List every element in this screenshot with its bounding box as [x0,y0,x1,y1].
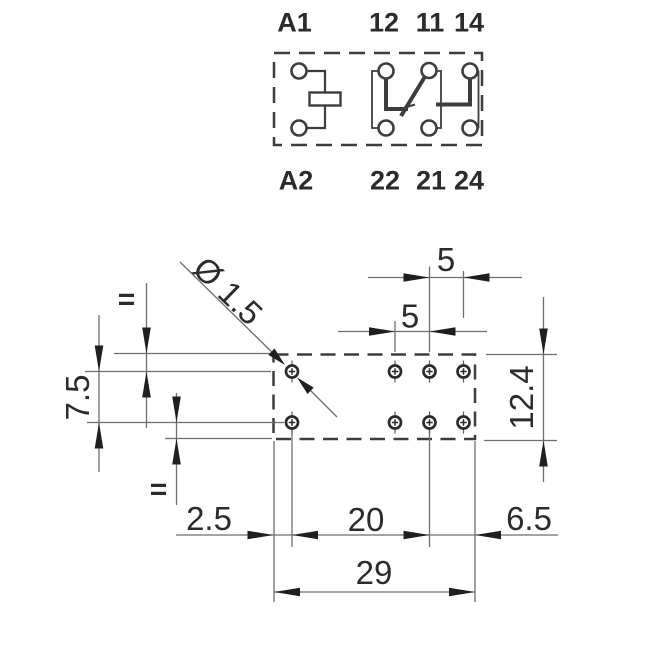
dimension-lines [98,261,558,593]
no-contact-bar-14 [436,78,472,107]
bracket-11-21 [437,70,442,129]
dim-label-body-height: 12.4 [503,365,540,429]
equal-mark-top: = [118,283,136,316]
relay-body-outline [272,353,477,441]
pin-hole [422,360,437,383]
extension-lines [85,266,557,602]
dim-label-body-width: 29 [356,554,393,591]
bracket-14-24 [477,70,480,129]
terminal-circle-a1 [290,62,308,80]
relay-schematic: A1 12 11 14 A2 22 21 24 [272,8,484,196]
schematic-dashed-outline [272,51,484,147]
blade-tick [396,103,416,112]
dim-label-lower-pitch: 5 [401,298,419,335]
coil-wire-top [306,69,327,93]
coil-wire-bottom [306,105,327,130]
leader-line-upper [179,261,284,364]
terminal-circle-11 [420,61,438,80]
dim-label-upper-pitch: 5 [437,241,455,278]
leader-arrow-lower [297,377,314,394]
dim-label-left-offset: 2.5 [186,500,232,537]
dim-label-right-offset: 6.5 [506,500,552,537]
movable-contact-blade-11 [399,75,427,118]
terminal-label-11: 11 [416,8,445,38]
terminal-circle-12 [377,62,395,80]
pin-hole [284,411,300,434]
pin-hole [387,411,403,434]
terminal-label-24: 24 [454,166,484,196]
coil-branch [290,62,342,137]
terminal-circle-21 [420,119,438,137]
bracket-12-22 [371,70,379,129]
terminal-label-a2: A2 [279,166,314,196]
pin-hole [422,411,437,434]
coil-symbol [308,91,342,107]
terminal-circle-14 [461,62,479,80]
pin-hole [387,360,403,383]
terminal-label-22: 22 [370,166,400,196]
pin-hole [284,360,300,383]
contact-branch [371,61,480,137]
terminal-label-a1: A1 [277,8,312,38]
dim-label-pin-span: 20 [348,501,385,538]
pin-hole [456,411,471,434]
terminal-circle-a2 [290,119,308,137]
dim-label-hole-diameter: Ø 1.5 [186,249,270,332]
terminal-label-12: 12 [369,8,399,38]
equal-mark-bottom: = [150,473,168,506]
pin-holes [284,360,471,434]
terminal-label-21: 21 [416,166,446,196]
dimension-arrows [94,273,548,597]
terminal-label-14: 14 [454,8,484,38]
terminal-circle-24 [461,119,479,137]
pin-layout-drawing: 5 5 12.4 7.5 2.5 20 6.5 29 Ø 1.5 = = [59,241,558,602]
terminal-circle-22 [377,119,395,137]
leader-arrow-upper [268,348,285,365]
dim-label-pin-spacing: 7.5 [59,375,96,421]
pin-hole [456,360,471,383]
nc-contact-bar-12 [384,78,408,111]
